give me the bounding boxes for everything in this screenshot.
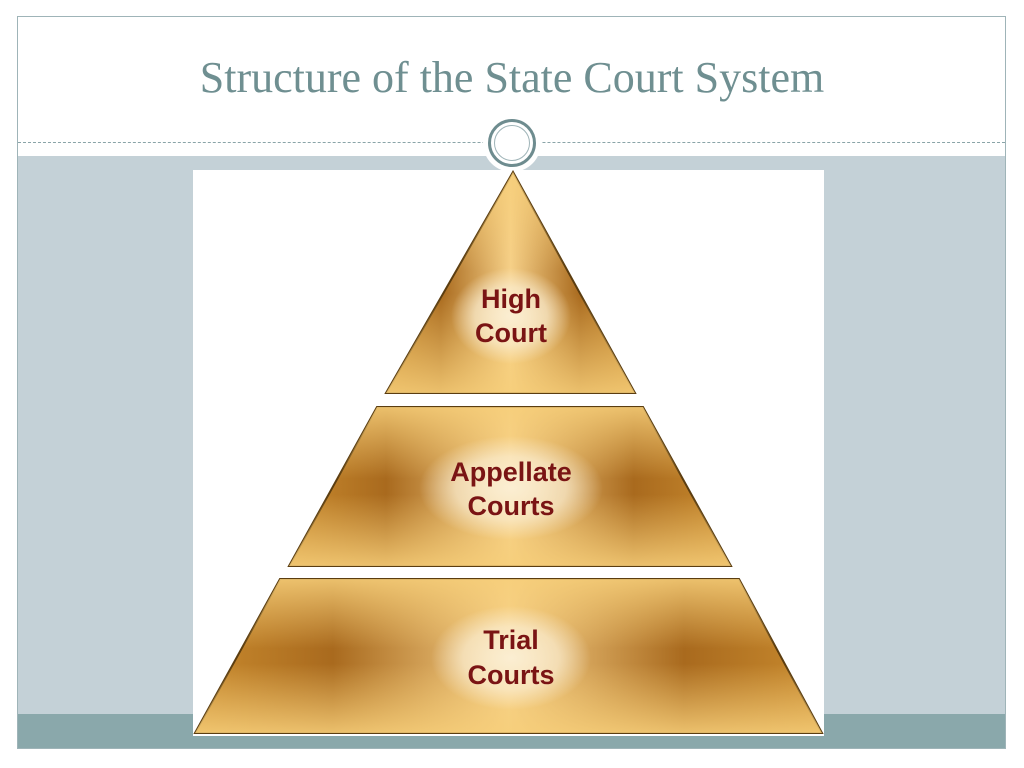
- tier-label-line2: Courts: [468, 491, 555, 521]
- pyramid-diagram-panel: High Court Appellate Courts Trial Courts: [193, 170, 824, 736]
- tier-appellate-courts: Appellate Courts: [287, 406, 733, 567]
- tier-label-line2: Courts: [468, 660, 555, 690]
- ornament-inner-ring: [494, 125, 530, 161]
- court-pyramid-diagram: High Court Appellate Courts Trial Courts: [193, 170, 824, 734]
- tier-label-line1: High: [481, 284, 541, 314]
- tier-label-line1: Trial: [483, 625, 539, 655]
- tier-label-line1: Appellate: [450, 457, 572, 487]
- tier-label-line2: Court: [475, 318, 547, 348]
- tier-trial-courts: Trial Courts: [193, 578, 824, 734]
- slide-title: Structure of the State Court System: [199, 53, 825, 102]
- tier-high-court: High Court: [384, 170, 637, 394]
